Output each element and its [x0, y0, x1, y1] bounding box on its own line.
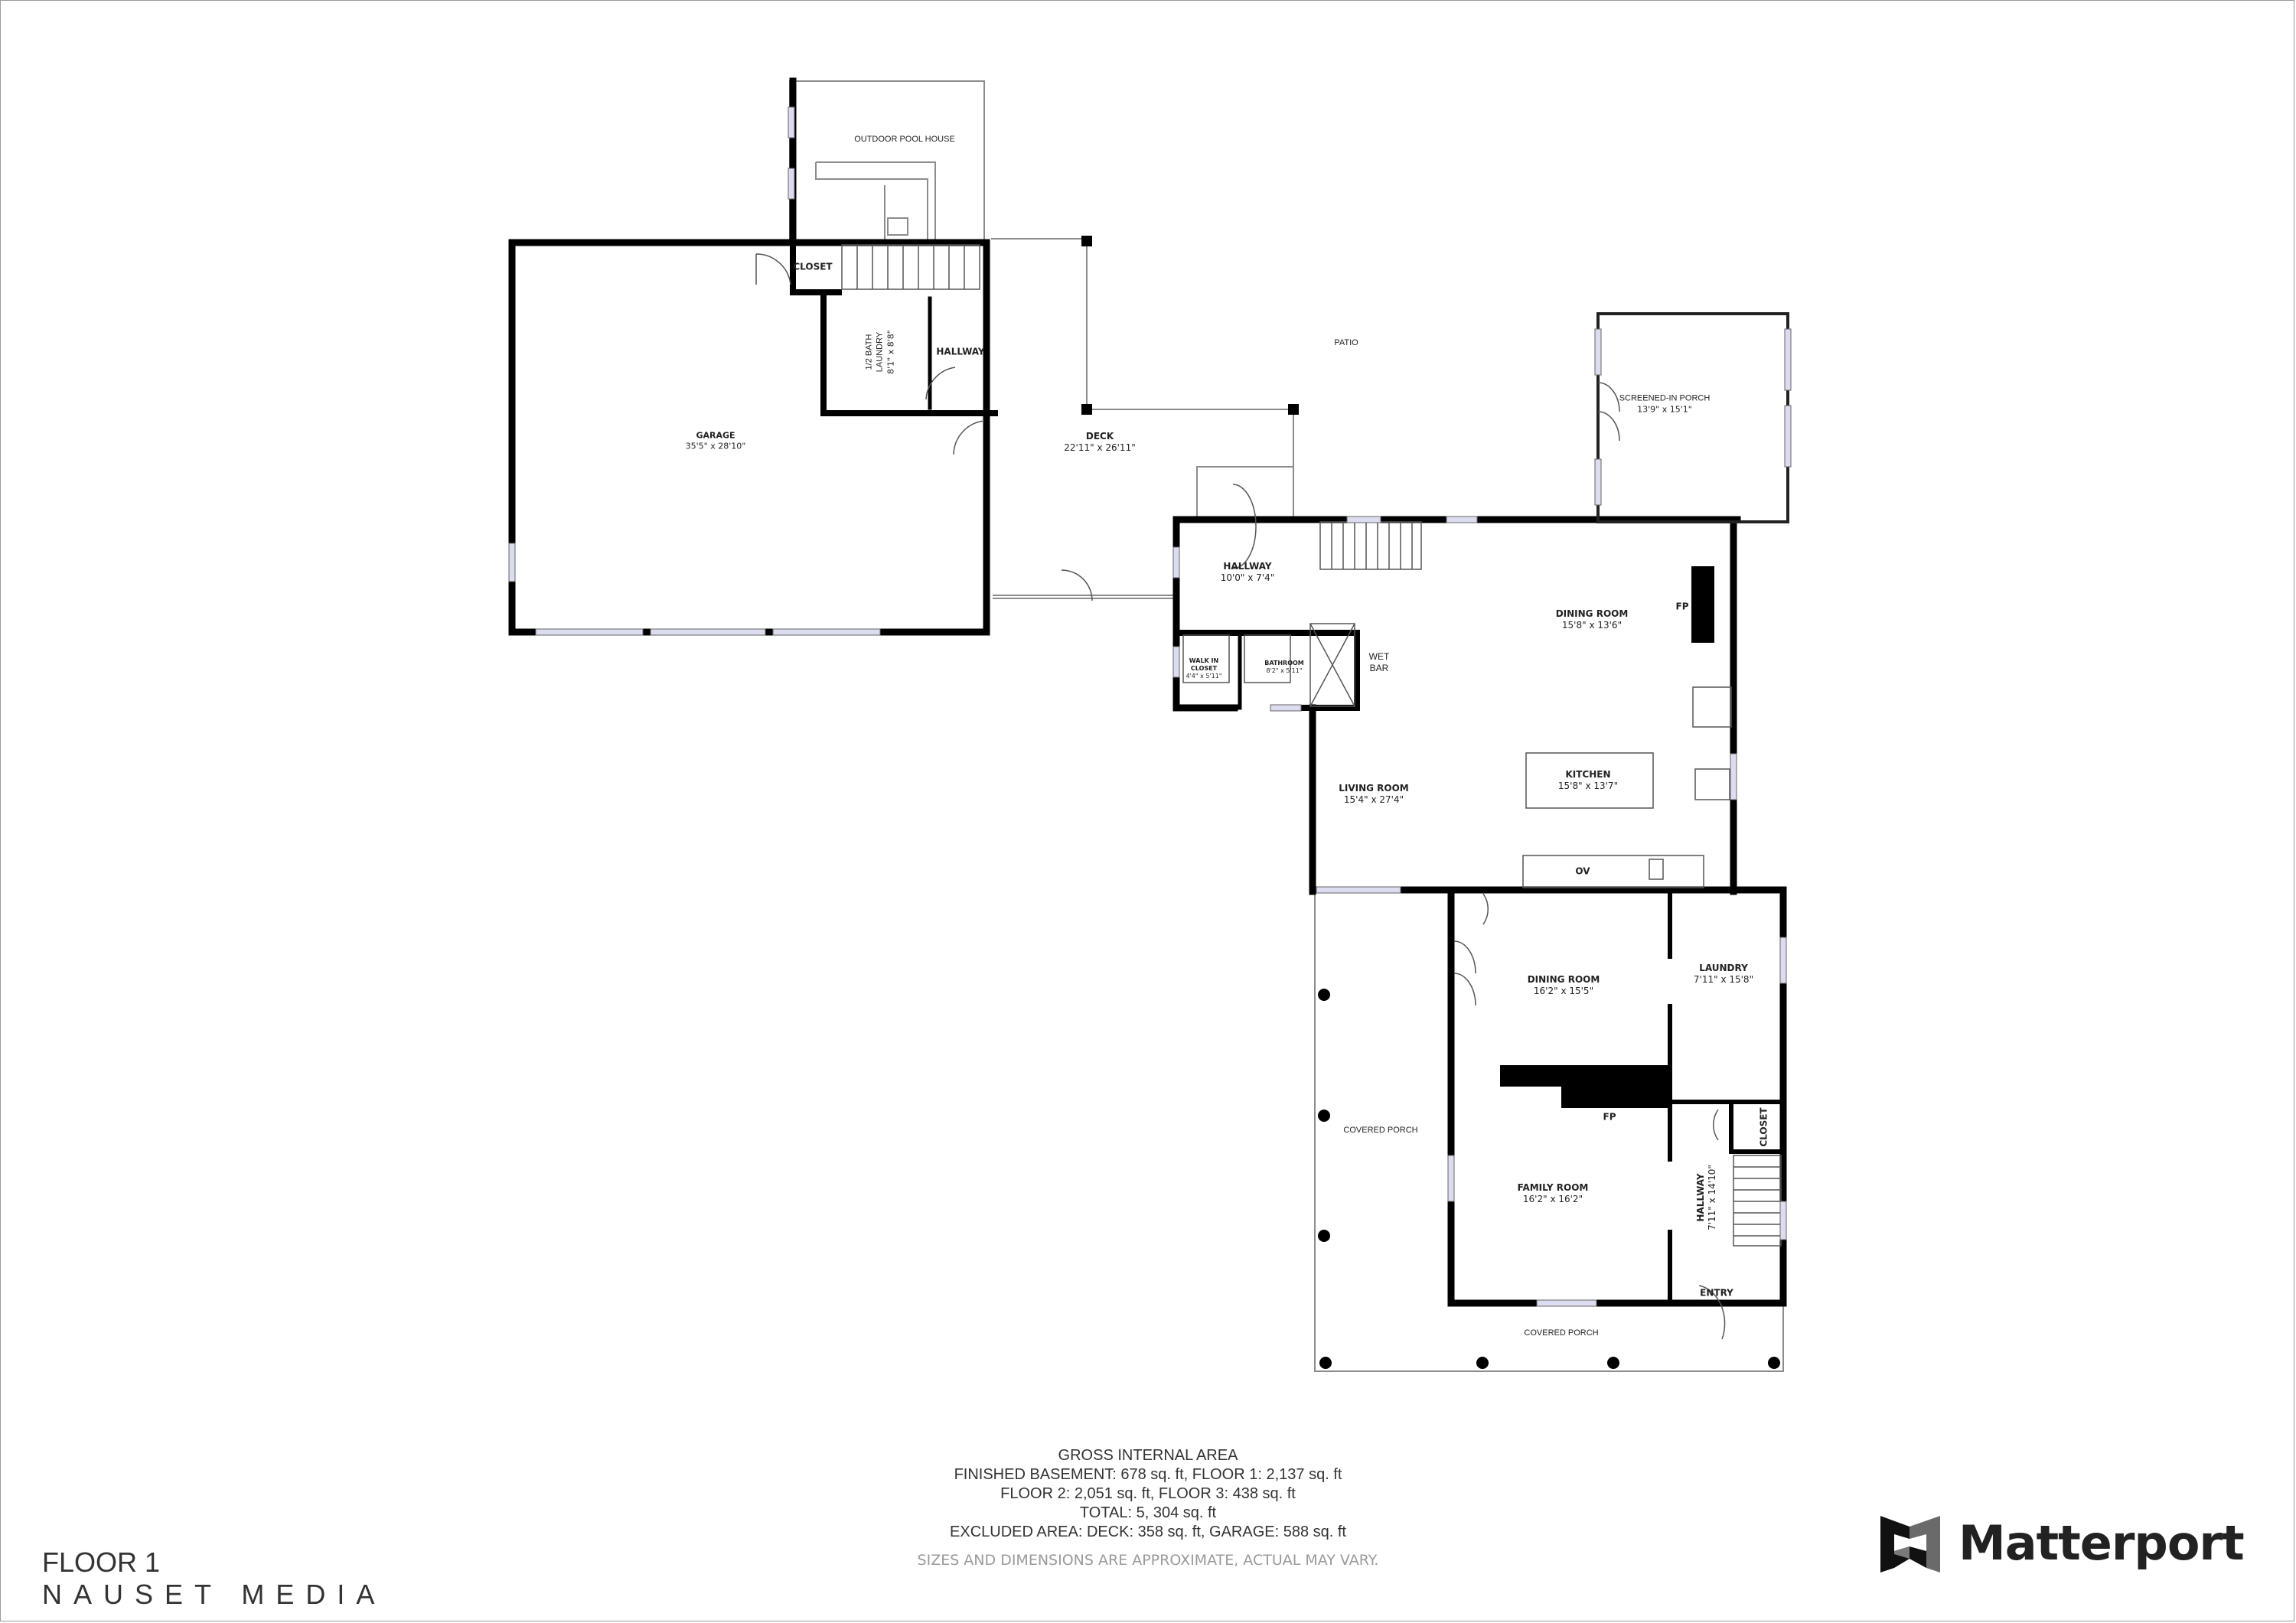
fixtures [1182, 623, 1732, 888]
room-label-hallway-garage: HALLWAY [936, 346, 985, 357]
fireplace-label-2: FP [1603, 1111, 1616, 1123]
floor-caption: FLOOR 1 NAUSET MEDIA [42, 1547, 386, 1612]
room-label-patio: PATIO [1334, 338, 1358, 348]
room-label-outdoor-pool-house: OUTDOOR POOL HOUSE [854, 135, 955, 145]
walls [508, 77, 1789, 1307]
area-line-1: FINISHED BASEMENT: 678 sq. ft, FLOOR 1: … [954, 1466, 1342, 1483]
fireplaces [1500, 566, 1714, 1108]
windows [508, 106, 1792, 1307]
room-label-covered-porch-front: COVERED PORCH [1524, 1328, 1599, 1338]
porch-posts [1081, 236, 1780, 1369]
doors [755, 253, 1726, 1340]
floor-label: FLOOR 1 [42, 1546, 161, 1578]
room-label-covered-porch-side: COVERED PORCH [1343, 1126, 1418, 1136]
matterport-logo-icon [1880, 1516, 1940, 1572]
dimensions-note: SIZES AND DIMENSIONS ARE APPROXIMATE, AC… [917, 1552, 1379, 1569]
outdoor-outlines [789, 80, 1784, 1372]
room-label-closet-hall: CLOSET [1758, 1107, 1769, 1147]
brand-label: NAUSET MEDIA [42, 1579, 386, 1610]
area-line-2: FLOOR 2: 2,051 sq. ft, FLOOR 3: 438 sq. … [1000, 1485, 1296, 1502]
matterport-wordmark: Matterport [1958, 1514, 2245, 1571]
gross-internal-area: GROSS INTERNAL AREA FINISHED BASEMENT: 6… [918, 1446, 1379, 1570]
stairs [841, 244, 1782, 1247]
area-total: TOTAL: 5, 304 sq. ft [1079, 1504, 1217, 1521]
oven-label: OV [1575, 865, 1590, 877]
room-label-closet-garage: CLOSET [793, 261, 833, 272]
matterport-logo: Matterport [1879, 1511, 2245, 1574]
area-title: GROSS INTERNAL AREA [1058, 1447, 1238, 1464]
area-excluded: EXCLUDED AREA: DECK: 358 sq. ft, GARAGE:… [950, 1524, 1346, 1540]
room-label-entry: ENTRY [1700, 1287, 1733, 1299]
fireplace-label-1: FP [1675, 601, 1689, 612]
